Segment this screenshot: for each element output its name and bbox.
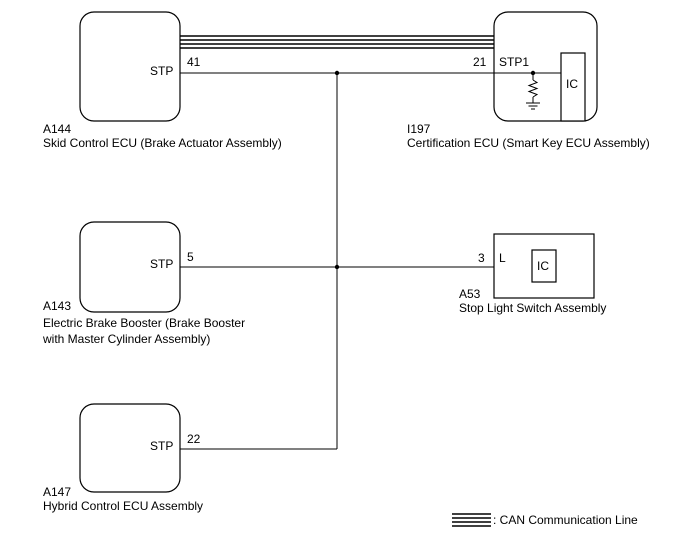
a143-name-line2: with Master Cylinder Assembly) bbox=[42, 332, 210, 346]
a143-code: A143 bbox=[43, 299, 71, 313]
a144-ecu-box bbox=[79, 11, 181, 122]
i197-terminal-name: STP1 bbox=[499, 55, 529, 69]
can-bus-line bbox=[180, 35, 494, 49]
a143-pin: 5 bbox=[187, 250, 194, 264]
a143-name-line1: Electric Brake Booster (Brake Booster bbox=[43, 316, 245, 330]
a53-ic-block bbox=[531, 249, 557, 283]
junction-dot-icon bbox=[334, 264, 340, 270]
a144-terminal-name: STP bbox=[150, 64, 173, 78]
i197-code: I197 bbox=[407, 122, 431, 136]
a53-name: Stop Light Switch Assembly bbox=[459, 301, 606, 315]
i197-pin: 21 bbox=[473, 55, 487, 69]
a144-pin: 41 bbox=[187, 55, 201, 69]
i197-name: Certification ECU (Smart Key ECU Assembl… bbox=[407, 136, 650, 150]
resistor-icon bbox=[527, 73, 539, 103]
a147-code: A147 bbox=[43, 485, 71, 499]
a147-name: Hybrid Control ECU Assembly bbox=[43, 499, 203, 513]
a53-code: A53 bbox=[459, 287, 481, 301]
a53-terminal-name: L bbox=[499, 251, 506, 265]
a144-name: Skid Control ECU (Brake Actuator Assembl… bbox=[43, 136, 282, 150]
a147-pin: 22 bbox=[187, 432, 201, 446]
a53-ic-label: IC bbox=[537, 259, 549, 273]
junction-dot-icon bbox=[334, 70, 340, 76]
ground-icon bbox=[526, 102, 540, 110]
a147-terminal-name: STP bbox=[150, 439, 173, 453]
a53-pin: 3 bbox=[478, 251, 485, 265]
can-bus-line-icon bbox=[452, 513, 491, 527]
a144-code: A144 bbox=[43, 122, 71, 136]
a147-ecu-box bbox=[79, 403, 181, 493]
i197-ic-block bbox=[560, 52, 586, 122]
a143-booster-box bbox=[79, 221, 181, 313]
i197-ic-label: IC bbox=[566, 77, 578, 91]
a143-terminal-name: STP bbox=[150, 257, 173, 271]
legend-text: : CAN Communication Line bbox=[493, 513, 638, 527]
